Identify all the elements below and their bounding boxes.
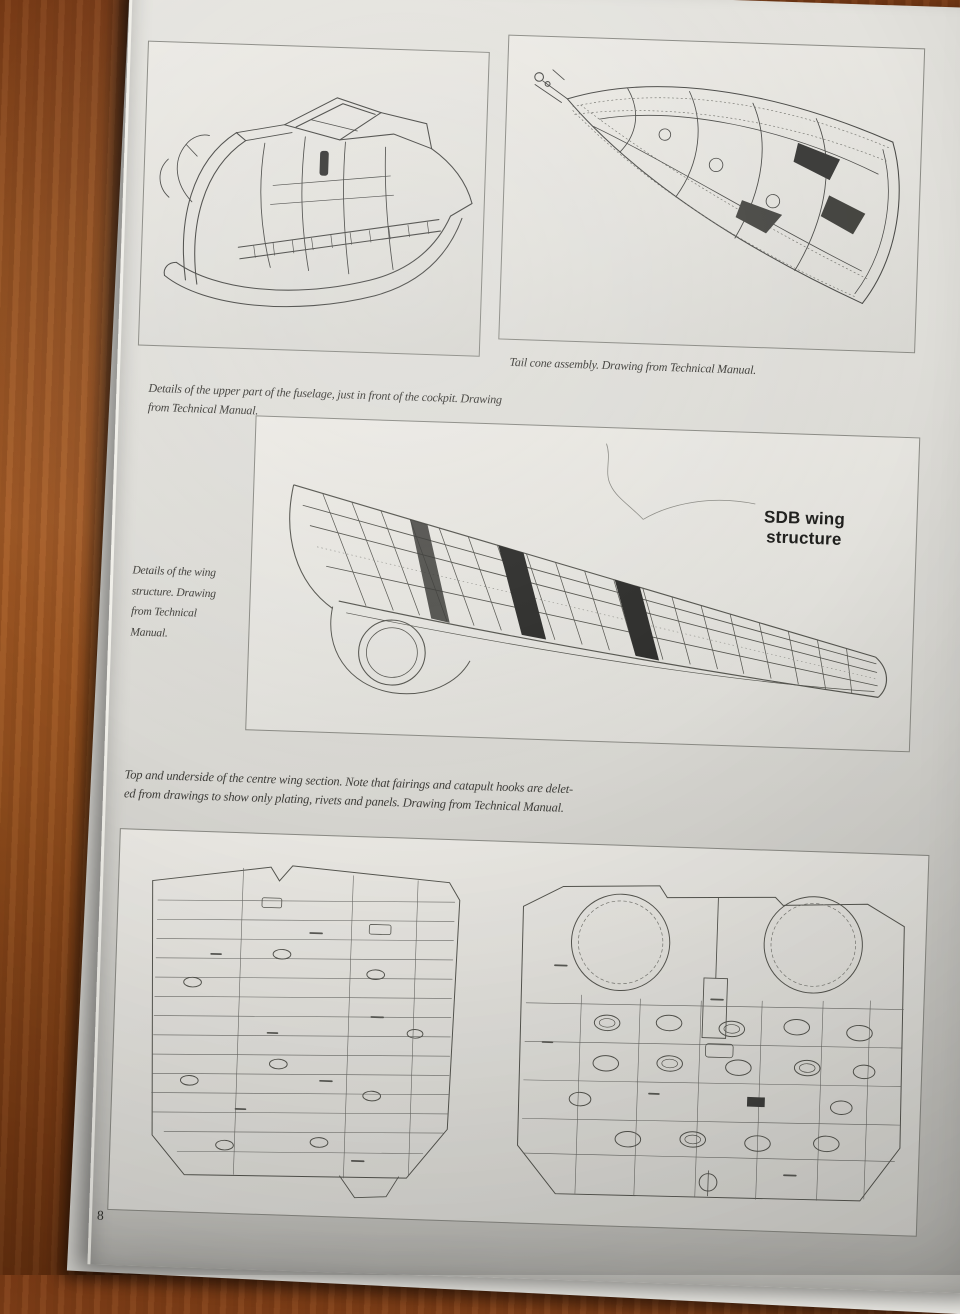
centre-wing-caption: Top and underside of the centre wing sec… bbox=[124, 765, 865, 828]
page-number: 8 bbox=[96, 1207, 105, 1223]
tail-cone-caption-line: Tail cone assembly. Drawing from Technic… bbox=[509, 354, 757, 377]
book-photo: { "colors": { "wood": "#8f4c1d", "paper"… bbox=[0, 0, 960, 1275]
fuselage-drawing bbox=[159, 97, 473, 308]
tail-cone-figure bbox=[498, 34, 926, 354]
wing-structure-figure: SDB wing structure bbox=[245, 415, 921, 753]
wing-caption: Details of the wing structure. Drawing f… bbox=[130, 560, 253, 647]
wing-label-line2: structure bbox=[765, 526, 842, 549]
tail-cone-drawing bbox=[534, 69, 900, 304]
fuselage-figure bbox=[137, 40, 490, 357]
centre-wing-drawing bbox=[151, 865, 905, 1202]
centre-wing-figure bbox=[107, 828, 930, 1237]
wing-structure-drawing bbox=[289, 443, 888, 698]
tail-cone-caption: Tail cone assembly. Drawing from Technic… bbox=[509, 353, 909, 385]
wing-structure-label: SDB wing structure bbox=[744, 507, 865, 550]
book-page: Details of the upper part of the fuselag… bbox=[87, 0, 960, 1295]
wing-caption-line4: Manual. bbox=[130, 626, 168, 640]
